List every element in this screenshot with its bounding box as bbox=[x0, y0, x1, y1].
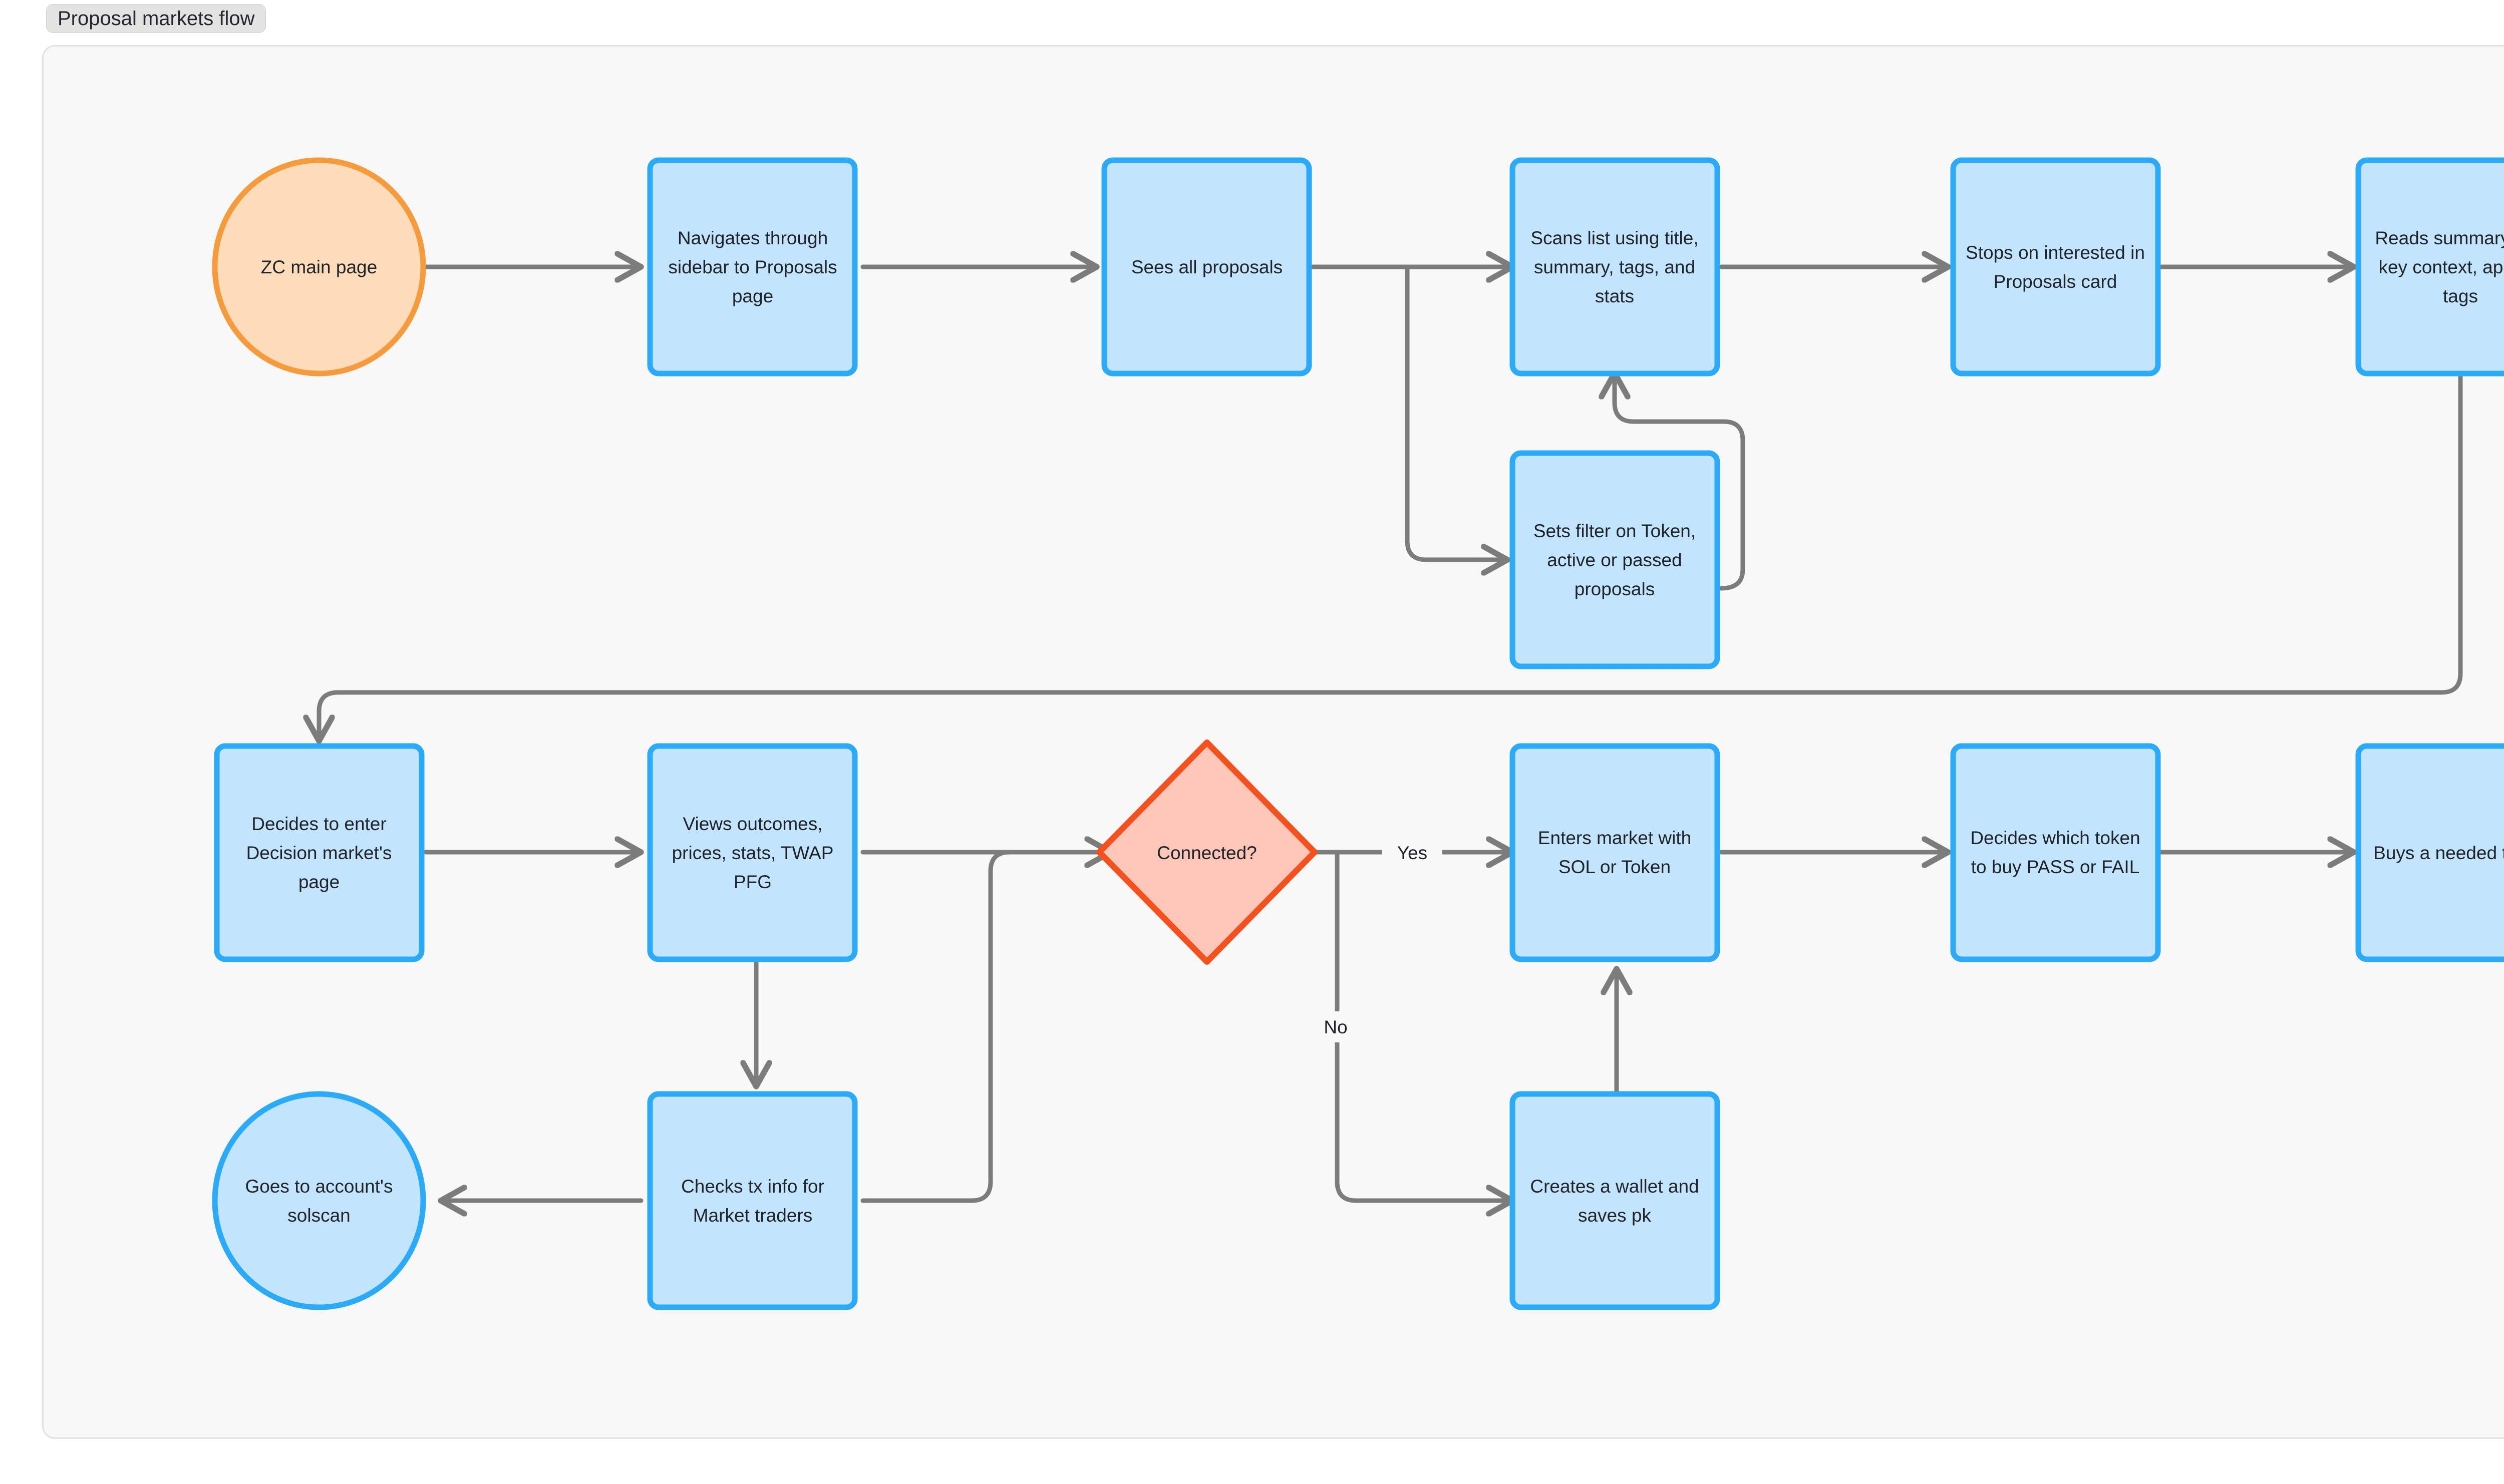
node-label: Reads summary and bbox=[2375, 228, 2504, 248]
node-goes-solscan[interactable]: Goes to account's solscan bbox=[212, 1091, 426, 1310]
no-label-backdrop bbox=[1308, 1011, 1363, 1042]
node-label: active or passed bbox=[1547, 550, 1682, 570]
node-label: ZC main page bbox=[261, 257, 377, 277]
node-layer: ZC main page Navigates through sidebar t… bbox=[212, 157, 2504, 1310]
node-label: proposals bbox=[1575, 579, 1655, 599]
node-connected-decision[interactable]: Connected? bbox=[1096, 739, 1318, 965]
node-label: Decides to enter bbox=[251, 814, 386, 834]
node-creates-wallet[interactable]: Creates a wallet and saves pk bbox=[1509, 1091, 1720, 1310]
node-label: solscan bbox=[287, 1205, 350, 1226]
edge-label-no: No bbox=[1324, 1017, 1347, 1037]
node-label: Buys a needed token bbox=[2373, 843, 2504, 863]
node-label: Sets filter on Token, bbox=[1533, 521, 1696, 541]
node-label: key context, applied bbox=[2378, 257, 2504, 277]
node-label: SOL or Token bbox=[1558, 857, 1671, 877]
node-sees-all-proposals[interactable]: Sees all proposals bbox=[1101, 157, 1312, 377]
node-label: Goes to account's bbox=[245, 1176, 393, 1197]
node-label: Enters market with bbox=[1538, 828, 1691, 848]
node-label: PFG bbox=[734, 872, 772, 892]
node-buys-needed-token[interactable]: Buys a needed token bbox=[2355, 743, 2504, 962]
node-label: Proposals card bbox=[1994, 271, 2117, 292]
edge-label-layer: Yes No bbox=[1308, 837, 1442, 1042]
node-stops-on-card[interactable]: Stops on interested in Proposals card bbox=[1950, 157, 2161, 377]
node-label: Connected? bbox=[1157, 843, 1257, 863]
node-label: saves pk bbox=[1578, 1205, 1652, 1226]
node-label: Decision market's bbox=[246, 843, 392, 863]
node-label: Decides which token bbox=[1970, 828, 2140, 848]
frame-title-tab[interactable]: Proposal markets flow bbox=[46, 4, 266, 33]
node-label: prices, stats, TWAP bbox=[672, 843, 834, 863]
node-label: sidebar to Proposals bbox=[668, 257, 837, 277]
node-label: page bbox=[732, 286, 773, 306]
node-scans-list[interactable]: Scans list using title, summary, tags, a… bbox=[1509, 157, 1720, 377]
node-label: tags bbox=[2443, 286, 2478, 306]
edge-checkstx-to-connected bbox=[860, 850, 1054, 1203]
node-label: Views outcomes, bbox=[683, 814, 823, 834]
node-label: to buy PASS or FAIL bbox=[1971, 857, 2140, 877]
edge-label-yes: Yes bbox=[1397, 843, 1427, 863]
node-label: Checks tx info for bbox=[681, 1176, 824, 1197]
edge-sees-to-setsfilter bbox=[1405, 264, 1507, 560]
node-label: Stops on interested in bbox=[1966, 242, 2145, 263]
node-reads-summary[interactable]: Reads summary and key context, applied t… bbox=[2355, 157, 2504, 377]
node-decides-which-token[interactable]: Decides which token to buy PASS or FAIL bbox=[1950, 743, 2161, 962]
node-label: summary, tags, and bbox=[1534, 257, 1695, 277]
node-sets-filter[interactable]: Sets filter on Token, active or passed p… bbox=[1509, 450, 1720, 669]
node-navigates-sidebar[interactable]: Navigates through sidebar to Proposals p… bbox=[647, 157, 858, 377]
node-label: Market traders bbox=[693, 1205, 813, 1226]
node-label: page bbox=[298, 872, 340, 892]
node-label: Scans list using title, bbox=[1530, 228, 1698, 248]
node-label: Navigates through bbox=[678, 228, 828, 248]
node-label: Creates a wallet and bbox=[1530, 1176, 1699, 1197]
edge-setsfilter-to-scans bbox=[1615, 373, 1745, 591]
node-enters-market[interactable]: Enters market with SOL or Token bbox=[1509, 743, 1720, 962]
node-decides-enter[interactable]: Decides to enter Decision market's page bbox=[214, 743, 425, 962]
yes-label-backdrop bbox=[1382, 837, 1442, 868]
edge-reads-to-decides bbox=[319, 370, 2463, 741]
edge-layer bbox=[319, 264, 2463, 1203]
node-checks-tx-info[interactable]: Checks tx info for Market traders bbox=[647, 1091, 858, 1310]
node-label: Sees all proposals bbox=[1131, 257, 1283, 277]
edge-connected-no-to-createswallet bbox=[1335, 850, 1512, 1201]
node-label: stats bbox=[1595, 286, 1634, 306]
node-zc-main-page[interactable]: ZC main page bbox=[212, 157, 426, 377]
node-views-outcomes[interactable]: Views outcomes, prices, stats, TWAP PFG bbox=[647, 743, 858, 962]
